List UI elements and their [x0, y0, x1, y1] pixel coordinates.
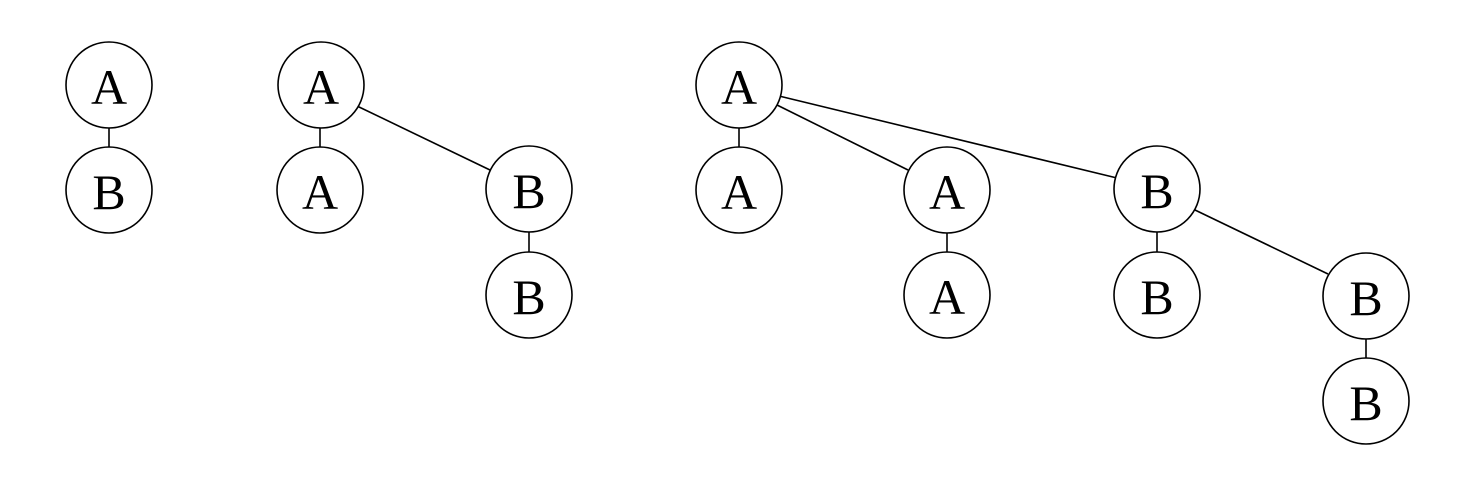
- node-circle[interactable]: [1113, 145, 1201, 233]
- node-circle[interactable]: [903, 146, 991, 234]
- graph-node[interactable]: B: [485, 251, 573, 339]
- graph-node[interactable]: B: [1322, 252, 1410, 340]
- node-circle[interactable]: [65, 41, 153, 129]
- node-circle[interactable]: [485, 145, 573, 233]
- node-label: B: [512, 269, 545, 325]
- graph-node[interactable]: B: [1113, 145, 1201, 233]
- node-label: A: [303, 59, 339, 115]
- graph-node[interactable]: A: [695, 41, 783, 129]
- node-circle[interactable]: [65, 146, 153, 234]
- node-label: B: [92, 164, 125, 220]
- node-circle[interactable]: [695, 41, 783, 129]
- node-label: A: [721, 59, 757, 115]
- graph-node[interactable]: B: [485, 145, 573, 233]
- node-circle[interactable]: [903, 251, 991, 339]
- graph-edge: [776, 104, 909, 171]
- graph-node[interactable]: A: [903, 251, 991, 339]
- graph-component: AB: [65, 41, 153, 234]
- graph-edge: [1194, 209, 1329, 275]
- node-circle[interactable]: [1322, 252, 1410, 340]
- node-circle[interactable]: [485, 251, 573, 339]
- node-circle[interactable]: [695, 146, 783, 234]
- node-label: B: [512, 163, 545, 219]
- graph-node[interactable]: A: [277, 41, 365, 129]
- node-circle[interactable]: [1322, 357, 1410, 445]
- graph-edge: [778, 95, 1118, 179]
- graph-node[interactable]: B: [65, 146, 153, 234]
- graph-node[interactable]: A: [65, 41, 153, 129]
- graph-node[interactable]: B: [1322, 357, 1410, 445]
- graph-node[interactable]: A: [903, 146, 991, 234]
- graph-component: AA BB: [276, 41, 573, 339]
- node-label: A: [302, 164, 338, 220]
- node-circle[interactable]: [276, 146, 364, 234]
- node-label: B: [1349, 375, 1382, 431]
- node-label: A: [91, 59, 127, 115]
- node-circle[interactable]: [1113, 251, 1201, 339]
- graph-node[interactable]: A: [695, 146, 783, 234]
- node-circle[interactable]: [277, 41, 365, 129]
- node-label: A: [721, 164, 757, 220]
- node-label: B: [1140, 269, 1173, 325]
- graph-node[interactable]: B: [1113, 251, 1201, 339]
- node-label: A: [929, 269, 965, 325]
- node-label: A: [929, 164, 965, 220]
- graph-edge: [356, 105, 491, 171]
- node-label: B: [1349, 270, 1382, 326]
- graph-node[interactable]: A: [276, 146, 364, 234]
- node-label: B: [1140, 163, 1173, 219]
